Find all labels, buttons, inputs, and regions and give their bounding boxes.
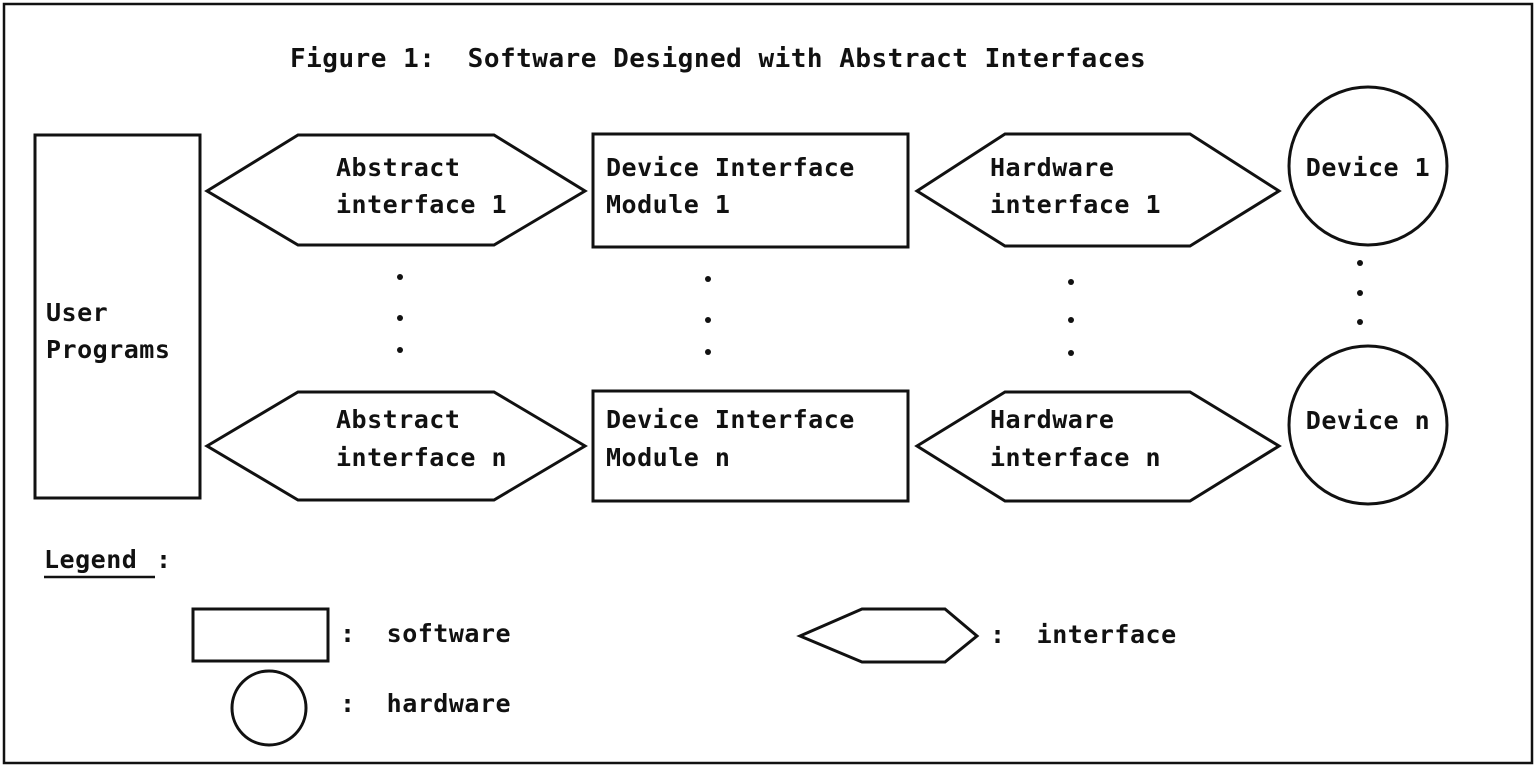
hardware-interface-n-label-line1: Hardware (990, 405, 1114, 434)
user-programs-label-line2: Programs (46, 335, 170, 364)
user-programs-label-line1: User (46, 298, 108, 327)
device-n-circle: Device n (1287, 344, 1449, 506)
device-interface-module-n-box: Device Interface Module n (591, 389, 910, 503)
legend-hardware-swatch (230, 669, 308, 747)
device-interface-module-1-box: Device Interface Module 1 (591, 132, 910, 249)
abstract-interface-n-label-line2: interface n (336, 443, 507, 472)
hardware-interface-n-hexagon: Hardware interface n (914, 390, 1282, 503)
legend: Legend : : software : interface : hardwa… (44, 545, 1177, 747)
ellipsis-module-column (705, 276, 711, 355)
device-module-1-label-line2: Module 1 (606, 190, 730, 219)
device-module-1-label-line1: Device Interface (606, 153, 855, 182)
legend-software-swatch (191, 607, 330, 663)
ellipsis-hardware-column (1068, 279, 1074, 356)
ellipsis-device-column (1357, 260, 1363, 325)
device-1-label: Device 1 (1306, 153, 1430, 182)
ellipsis-abstract-column (397, 274, 403, 353)
user-programs-box: User Programs (33, 133, 202, 500)
legend-interface-swatch (796, 607, 980, 664)
device-n-label: Device n (1306, 406, 1430, 435)
device-1-circle: Device 1 (1287, 85, 1449, 247)
hardware-interface-1-label-line1: Hardware (990, 153, 1114, 182)
figure-title: Figure 1: Software Designed with Abstrac… (290, 44, 1146, 74)
abstract-interface-n-label-line1: Abstract (336, 405, 460, 434)
abstract-interface-1-hexagon: Abstract interface 1 (204, 133, 588, 247)
hardware-interface-1-label-line2: interface 1 (990, 190, 1161, 219)
legend-hardware-label: : hardware (340, 689, 511, 718)
legend-interface-label: : interface (990, 620, 1177, 649)
hardware-interface-n-label-line2: interface n (990, 443, 1161, 472)
hardware-interface-1-hexagon: Hardware interface 1 (914, 132, 1282, 248)
device-module-n-label-line1: Device Interface (606, 405, 855, 434)
abstract-interface-n-hexagon: Abstract interface n (204, 390, 588, 502)
abstract-interface-1-label-line1: Abstract (336, 153, 460, 182)
abstract-interface-1-label-line2: interface 1 (336, 190, 507, 219)
legend-software-label: : software (340, 619, 511, 648)
legend-heading: Legend (44, 545, 137, 574)
legend-heading-colon: : (156, 545, 172, 574)
device-module-n-label-line2: Module n (606, 443, 730, 472)
